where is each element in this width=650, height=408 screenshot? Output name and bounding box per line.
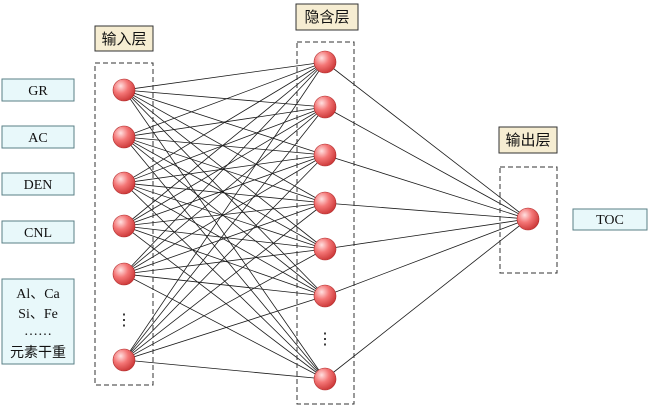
- connection-edge: [123, 154, 326, 361]
- connection-edge: [123, 61, 326, 361]
- hidden-node: [313, 367, 337, 391]
- connection-edge: [123, 248, 326, 361]
- connection-edge: [324, 218, 529, 380]
- output-node: [516, 207, 540, 231]
- input-variable-label: DEN: [24, 178, 53, 193]
- connection-edge: [123, 359, 326, 380]
- connection-edge: [324, 202, 529, 220]
- connection-edge: [123, 295, 326, 361]
- input-variable-box-den: DEN: [1, 172, 75, 196]
- input-variable-box-ac: AC: [1, 125, 75, 149]
- element-dry-weight-box: Al、Ca Si、Fe …… 元素干重: [1, 278, 75, 365]
- input-node: [112, 171, 136, 195]
- output-layer-frame: [499, 166, 558, 274]
- connection-edge: [123, 225, 326, 380]
- connection-edge: [123, 61, 326, 184]
- output-variable-label: TOC: [596, 213, 624, 228]
- input-variable-box-cnl: CNL: [1, 220, 75, 244]
- hidden-layer-frame: [296, 41, 355, 405]
- connection-edge: [123, 106, 326, 361]
- hidden-node: [313, 95, 337, 119]
- input-node: [112, 348, 136, 372]
- connection-edge: [123, 225, 326, 250]
- connection-edge: [123, 182, 326, 204]
- input-variable-label: AC: [28, 131, 47, 146]
- input-node: [112, 214, 136, 238]
- input-layer-title: 输入层: [94, 25, 154, 52]
- hidden-node: [313, 237, 337, 261]
- hidden-ellipsis: ⋮: [317, 331, 333, 348]
- connection-edge: [123, 273, 326, 297]
- connection-edge: [324, 154, 529, 220]
- connection-edge: [324, 106, 529, 220]
- connection-edge: [123, 273, 326, 380]
- connection-edge: [123, 225, 326, 297]
- connection-edge: [123, 61, 326, 91]
- element-line-2: Si、Fe: [18, 307, 58, 322]
- connection-edge: [123, 89, 326, 250]
- input-node: [112, 125, 136, 149]
- connection-edge: [123, 248, 326, 275]
- connection-edge: [123, 106, 326, 184]
- connection-edge: [123, 89, 326, 204]
- connection-edge: [123, 154, 326, 275]
- hidden-layer-title: 隐含层: [295, 3, 359, 31]
- input-node: [112, 78, 136, 102]
- connection-edge: [123, 61, 326, 138]
- input-layer-frame: [94, 62, 154, 386]
- element-line-3: ……: [24, 324, 52, 339]
- connection-edge: [123, 89, 326, 380]
- element-line-1: Al、Ca: [16, 287, 60, 302]
- connection-edge: [123, 182, 326, 250]
- input-layer-title-text: 输入层: [101, 31, 146, 48]
- input-variable-label: GR: [28, 84, 48, 99]
- connection-edge: [123, 61, 326, 227]
- connection-edge: [324, 218, 529, 250]
- connection-edge: [123, 154, 326, 184]
- hidden-node: [313, 191, 337, 215]
- hidden-layer-title-text: 隐含层: [304, 9, 349, 26]
- connection-edge: [123, 136, 326, 297]
- connection-edge: [123, 61, 326, 275]
- connection-edge: [324, 218, 529, 297]
- element-line-4: 元素干重: [10, 345, 66, 361]
- connection-edge: [123, 89, 326, 108]
- output-layer-title-text: 输出层: [505, 132, 550, 149]
- connection-edge: [123, 106, 326, 227]
- connection-edge: [123, 106, 326, 275]
- input-ellipsis: ⋮: [116, 312, 132, 329]
- hidden-node: [313, 143, 337, 167]
- hidden-node: [313, 50, 337, 74]
- input-variable-label: CNL: [24, 226, 52, 241]
- connection-edge: [123, 182, 326, 297]
- hidden-node: [313, 284, 337, 308]
- output-variable-box: TOC: [572, 208, 648, 231]
- input-variable-box-gr: GR: [1, 78, 75, 102]
- connection-edge: [123, 136, 326, 204]
- output-layer-title: 输出层: [498, 126, 558, 154]
- connection-edge: [324, 61, 529, 220]
- connection-edge: [123, 202, 326, 275]
- connection-edge: [123, 202, 326, 361]
- connection-edge: [123, 136, 326, 156]
- input-node: [112, 262, 136, 286]
- connection-edges: [123, 61, 529, 380]
- network-nodes: [112, 50, 540, 391]
